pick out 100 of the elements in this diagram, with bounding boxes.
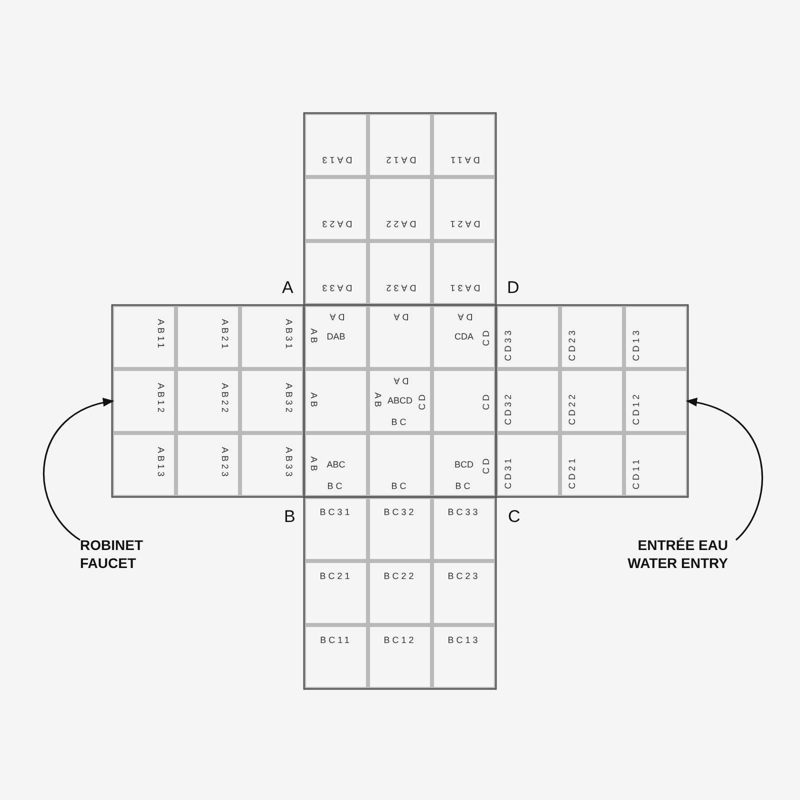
cell-code: CD23 [568,328,577,361]
grid-cell [560,305,624,369]
cell-code: DA31 [448,283,480,292]
grid-cell [304,305,368,369]
cell-code: AB32 [284,383,293,416]
cell-code: BC21 [320,572,352,581]
cell-code: AB33 [284,447,293,480]
grid-cell [496,433,560,497]
grid-cell [368,177,432,241]
grid-cell [432,433,496,497]
corner-letter: B [284,508,296,525]
grid-cell [496,305,560,369]
grid-cell [304,433,368,497]
grid-cell [176,369,240,433]
grid-cell [560,369,624,433]
grid-cell [240,433,304,497]
grid-cell [368,433,432,497]
grid-cell [432,561,496,625]
grid-cell [304,177,368,241]
cell-code: DA33 [320,283,352,292]
cell-code: CD [482,328,491,346]
cell-code: CD31 [504,456,513,489]
callout-text: ENTRÉE EAU WATER ENTRY [616,536,728,572]
cell-code: BC31 [320,508,352,517]
cell-code: DAB [326,332,346,342]
grid-cell [304,497,368,561]
grid-cell [368,497,432,561]
grid-cell [304,369,368,433]
grid-cell [368,241,432,305]
cell-code: BC [391,418,409,427]
cell-code: BC [455,482,473,491]
cell-code: AB11 [156,319,165,350]
cell-code: BC13 [448,636,480,645]
leader-arrow [43,398,114,541]
cell-code: CDA [454,332,474,342]
cell-code: CD33 [504,328,513,361]
cell-code: AB23 [220,447,229,480]
grid-cell [368,561,432,625]
grid-cell [368,625,432,689]
grid-cell [432,241,496,305]
cell-code: CD22 [568,392,577,425]
corner-letter: A [282,279,294,296]
cell-code: AB13 [156,447,165,480]
cell-code: BC23 [448,572,480,581]
cell-code: DA [391,376,409,385]
grid-cell [240,369,304,433]
cell-code: CD [418,392,427,410]
grid-cell [368,369,432,433]
grid-cell [432,177,496,241]
cell-code: BCD [454,460,474,470]
cell-code: DA13 [320,155,352,164]
grid-cell [432,305,496,369]
cell-code: CD11 [632,456,641,489]
cell-code: BC22 [384,572,416,581]
cell-code: AB [373,392,382,410]
cell-code: DA [391,312,409,321]
cell-code: AB12 [156,383,165,416]
cell-code: DA21 [448,219,480,228]
leader-arrow [686,398,764,541]
cell-code: DA11 [448,155,480,164]
grid-cell [560,433,624,497]
grid-cell [304,241,368,305]
grid-cell [304,561,368,625]
grid-cell [112,305,176,369]
cell-code: CD13 [632,328,641,361]
cell-code: ABC [326,460,346,470]
grid-cell [496,369,560,433]
grid-cell [432,113,496,177]
cell-code: DA32 [384,283,416,292]
grid-cell [368,113,432,177]
cell-code: AB [309,456,318,474]
cell-code: DA [327,312,345,321]
cell-code: CD [482,456,491,474]
grid-cell [112,433,176,497]
grid-cell [624,369,688,433]
cell-code: CD32 [504,392,513,425]
grid-cell [432,625,496,689]
cell-code: DA12 [384,155,416,164]
cell-code: AB [309,392,318,410]
grid-cell [432,369,496,433]
cell-code: BC32 [384,508,416,517]
corner-letter: C [508,508,520,525]
cell-code: BC11 [320,636,352,645]
callout-text: ROBINET FAUCET [80,536,150,572]
cell-code: BC33 [448,508,480,517]
grid-cell [176,305,240,369]
corner-letter: D [507,279,520,296]
grid-cell [624,433,688,497]
cell-code: AB22 [220,383,229,416]
cell-code: DA [455,312,473,321]
cell-code: BC [391,482,409,491]
cell-code: AB21 [220,319,229,352]
cell-code: BC12 [384,636,416,645]
grid-cell [368,305,432,369]
cell-code: CD [482,392,491,410]
cell-code: BC [327,482,345,491]
cell-code: ABCD [388,396,412,406]
grid-cell [304,625,368,689]
grid-cell [176,433,240,497]
cell-code: DA23 [320,219,352,228]
